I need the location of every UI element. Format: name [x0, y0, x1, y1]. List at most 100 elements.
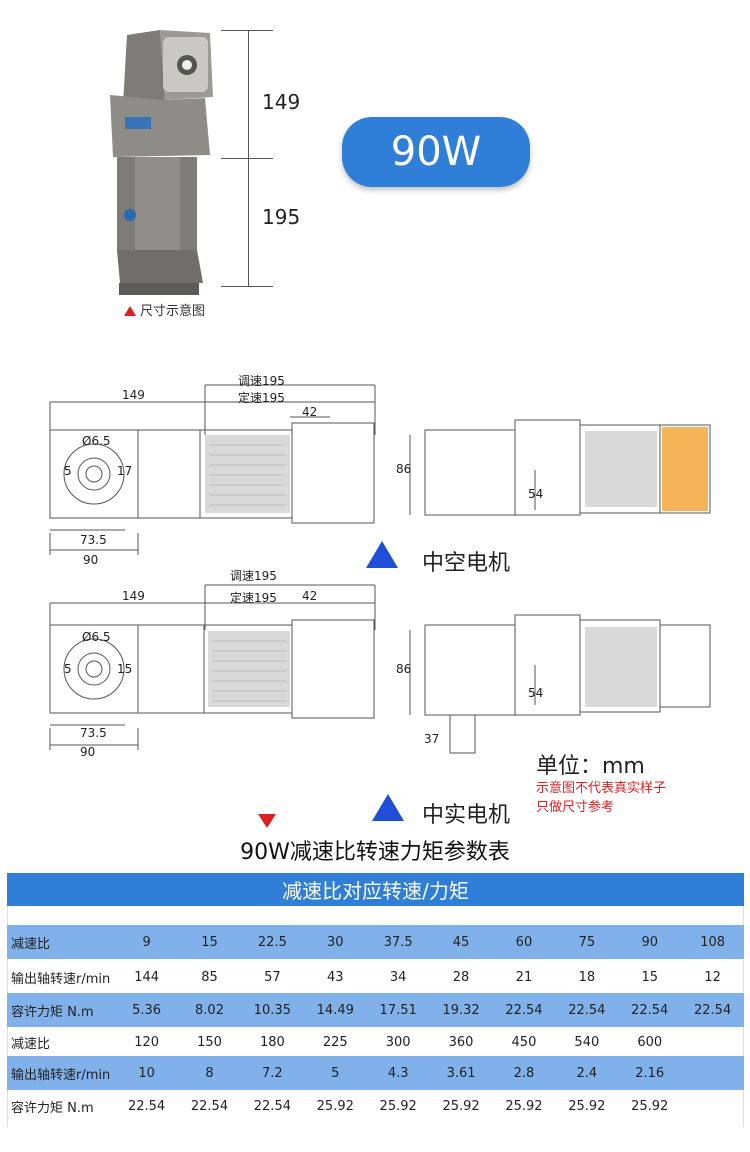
table-cell: 7.2 — [262, 1065, 283, 1081]
table-cell: 22.54 — [631, 1002, 669, 1018]
table-cell: 21 — [515, 969, 533, 985]
dim-line-mid — [221, 158, 273, 159]
note-line-2: 只做尺寸参考 — [536, 800, 615, 815]
table-cell: 10.35 — [253, 1002, 291, 1018]
table-cell: 25.92 — [568, 1098, 606, 1114]
d2-dim-73-5: 73.5 — [80, 726, 107, 740]
table-cell: 360 — [448, 1034, 474, 1050]
table-title: 90W减速比转速力矩参数表 — [240, 840, 510, 865]
d2-dim-15: 15 — [117, 662, 133, 676]
product-photo — [105, 25, 220, 300]
table-cell: 108 — [700, 934, 726, 950]
dim-line-vertical — [248, 30, 249, 286]
red-down-triangle-icon — [258, 814, 276, 828]
table-cell: 25.92 — [631, 1098, 669, 1114]
d1-side-54: 54 — [528, 487, 544, 501]
table-cell: 22.54 — [694, 1002, 732, 1018]
table-cell: 600 — [637, 1034, 663, 1050]
table-cell: 90 — [641, 934, 658, 950]
table-cell: 22.54 — [127, 1098, 166, 1114]
power-badge: 90W — [342, 117, 530, 187]
table-cell: 22.5 — [257, 934, 287, 950]
row-label: 输出轴转速r/min — [11, 1067, 111, 1083]
table-cell: 8 — [205, 1065, 214, 1081]
dim-bottom-value: 195 — [262, 205, 301, 229]
table-cell: 60 — [515, 934, 533, 950]
table-cell: 14.49 — [316, 1002, 354, 1018]
d2-dim-149: 149 — [122, 589, 145, 603]
d2-side-37: 37 — [424, 732, 440, 746]
table-cell: 180 — [259, 1034, 285, 1050]
table-cell: 540 — [574, 1034, 600, 1050]
table-cell: 25.92 — [442, 1098, 480, 1114]
table-cell: 300 — [385, 1034, 411, 1050]
table-cell: 150 — [197, 1034, 222, 1050]
d2-dim-phi: Ø6.5 — [82, 630, 111, 644]
table-cell: 25.92 — [505, 1098, 543, 1114]
row-label: 减速比 — [11, 1036, 51, 1052]
table-cell: 120 — [134, 1034, 160, 1050]
note-line-1: 示意图不代表真实样子 — [536, 781, 667, 796]
disclaimer-note: 示意图不代表真实样子 只做尺寸参考 — [536, 779, 666, 817]
table-cell: 5 — [331, 1065, 340, 1081]
d1-dim-73-5: 73.5 — [80, 533, 107, 547]
dim-line-top — [221, 30, 273, 31]
table-cell: 15 — [641, 969, 658, 985]
unit-label: 单位：mm — [536, 754, 645, 779]
table-cell: 12 — [704, 969, 721, 985]
table-header: 减速比对应转速/力矩 — [7, 873, 744, 906]
d2-dim-90: 90 — [80, 745, 96, 759]
table-cell: 30 — [327, 934, 344, 950]
table-cell: 37.5 — [383, 934, 413, 950]
table-cell: 45 — [452, 934, 470, 950]
d2-dim-42: 42 — [302, 589, 318, 603]
table-cell: 22.54 — [568, 1002, 606, 1018]
d1-dim-149: 149 — [122, 388, 145, 402]
table-cell: 57 — [264, 969, 281, 985]
d1-dim-17: 17 — [117, 464, 133, 478]
row-label: 减速比 — [11, 936, 51, 952]
table-cell: 19.32 — [442, 1002, 480, 1018]
d1-dim-phi: Ø6.5 — [82, 434, 111, 448]
d1-dim-90: 90 — [83, 553, 99, 567]
blue-triangle-icon — [366, 541, 398, 568]
table-cell: 5.36 — [132, 1002, 162, 1018]
d1-dim-5: 5 — [64, 464, 72, 478]
table-cell: 18 — [578, 969, 596, 985]
d1-label-dingsu: 定速195 — [238, 391, 285, 405]
row-label: 容许力矩 N.m — [11, 1100, 94, 1116]
d2-side-86: 86 — [396, 662, 412, 676]
table-cell: 10 — [138, 1065, 155, 1081]
table-cell: 3.61 — [446, 1065, 476, 1081]
row-label: 容许力矩 N.m — [11, 1004, 94, 1020]
d1-dim-42: 42 — [302, 405, 318, 419]
d2-dim-5: 5 — [64, 662, 72, 676]
blue-triangle-icon — [372, 794, 404, 821]
table-cell: 15 — [201, 934, 218, 950]
d2-label-dingsu: 定速195 — [230, 591, 277, 605]
hollow-motor-title: 中空电机 — [422, 551, 511, 576]
caption-text: 尺寸示意图 — [140, 304, 206, 319]
table-cell: 34 — [389, 969, 407, 985]
dim-line-bottom — [221, 286, 273, 287]
table-cell: 22.54 — [190, 1098, 229, 1114]
table-cell: 17.51 — [379, 1002, 417, 1018]
table-cell: 2.8 — [513, 1065, 535, 1081]
d2-label-tiaosu: 调速195 — [230, 569, 277, 583]
table-cell: 28 — [452, 969, 470, 985]
table-cell: 25.92 — [316, 1098, 354, 1114]
table-cell: 85 — [201, 969, 218, 985]
table-row: 容许力矩 N.m 22.54 22.54 22.54 25.92 25.92 25.92 25… — [7, 1089, 744, 1123]
table-cell: 75 — [578, 934, 596, 950]
solid-motor-title: 中实电机 — [422, 803, 511, 828]
table-cell: 2.16 — [635, 1065, 665, 1081]
table-cell: 22.54 — [253, 1098, 291, 1114]
table-cell: 4.3 — [387, 1065, 409, 1081]
diagram-caption: 尺寸示意图 — [124, 300, 205, 319]
d1-label-tiaosu: 调速195 — [238, 374, 285, 388]
